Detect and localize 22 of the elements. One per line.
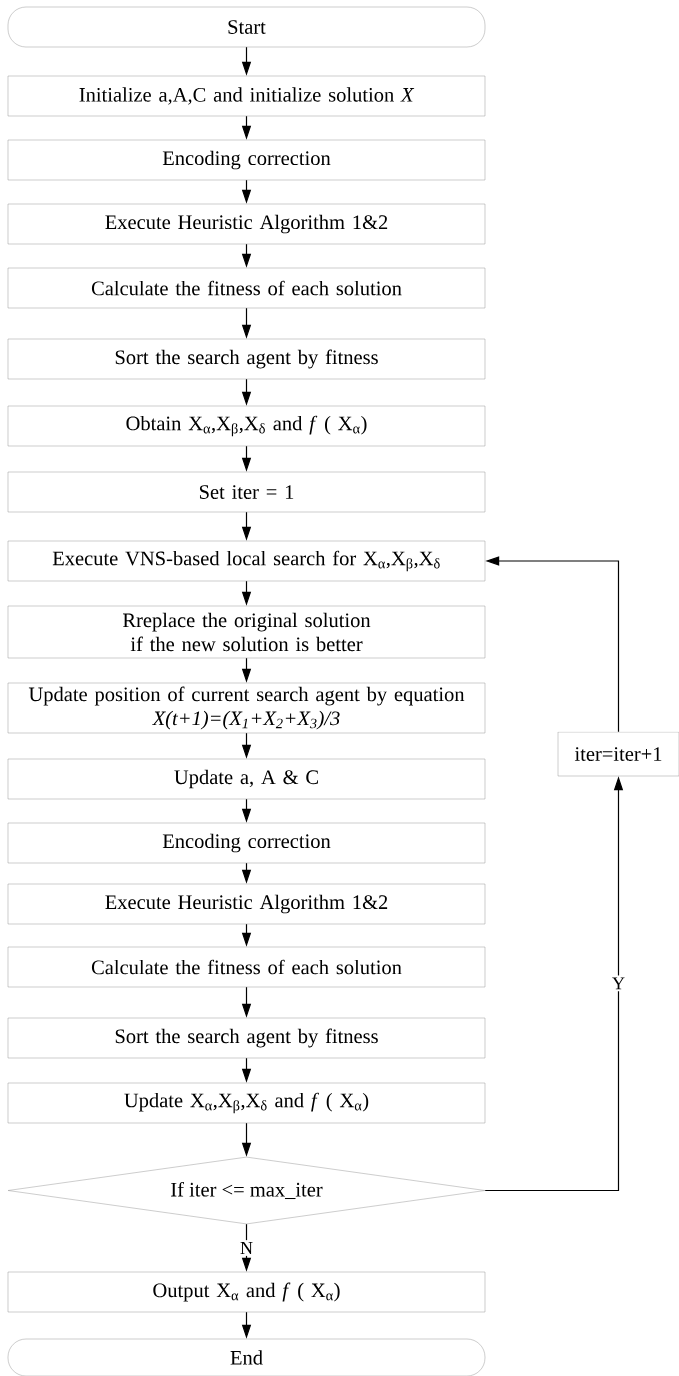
process-box: Update a, A & C: [7, 758, 486, 800]
process-box: Initialize a,A,C and initialize solution X: [7, 75, 486, 117]
process-box: Execute Heuristic Algorithm 1&2: [7, 203, 486, 245]
process-box: Obtain X$_{α}$,X$_{β}$,X$_{δ}$ and f ( X$_{α}$): [7, 405, 486, 447]
process-box: iter=iter+1: [557, 731, 679, 777]
process-box: Execute VNS-based local search for X$_{α}$,X$_{β}$,X$_{δ}$: [7, 540, 486, 582]
process-box: Update X$_{α}$,X$_{β}$,X$_{δ}$ and f ( X$_{α}$): [7, 1082, 486, 1124]
process-box: Sort the search agent by fitness: [7, 1017, 486, 1059]
process-box: Encoding correction: [7, 822, 486, 864]
process-box: Output X$_{α}$ and f ( X$_{α}$): [7, 1271, 486, 1313]
process-box: Update position of current search agent by equation X(t+1)=(X$_{1}$+X$_{2}$+X$_{3}$)/3: [7, 682, 486, 734]
process-box: Rreplace the original solution if the new solution is better: [7, 605, 486, 659]
process-box: Execute Heuristic Algorithm 1&2: [7, 883, 486, 925]
process-box: Calculate the fitness of each solution: [7, 267, 486, 309]
process-box: Encoding correction: [7, 139, 486, 181]
terminal-box: Start: [7, 6, 486, 48]
process-box: Sort the search agent by fitness: [7, 338, 486, 380]
process-box: Set iter = 1: [7, 471, 486, 513]
edge-label: N: [238, 1240, 255, 1256]
edge-label: Y: [610, 975, 627, 992]
process-box: Calculate the fitness of each solution: [7, 946, 486, 988]
terminal-box: End: [7, 1338, 486, 1376]
